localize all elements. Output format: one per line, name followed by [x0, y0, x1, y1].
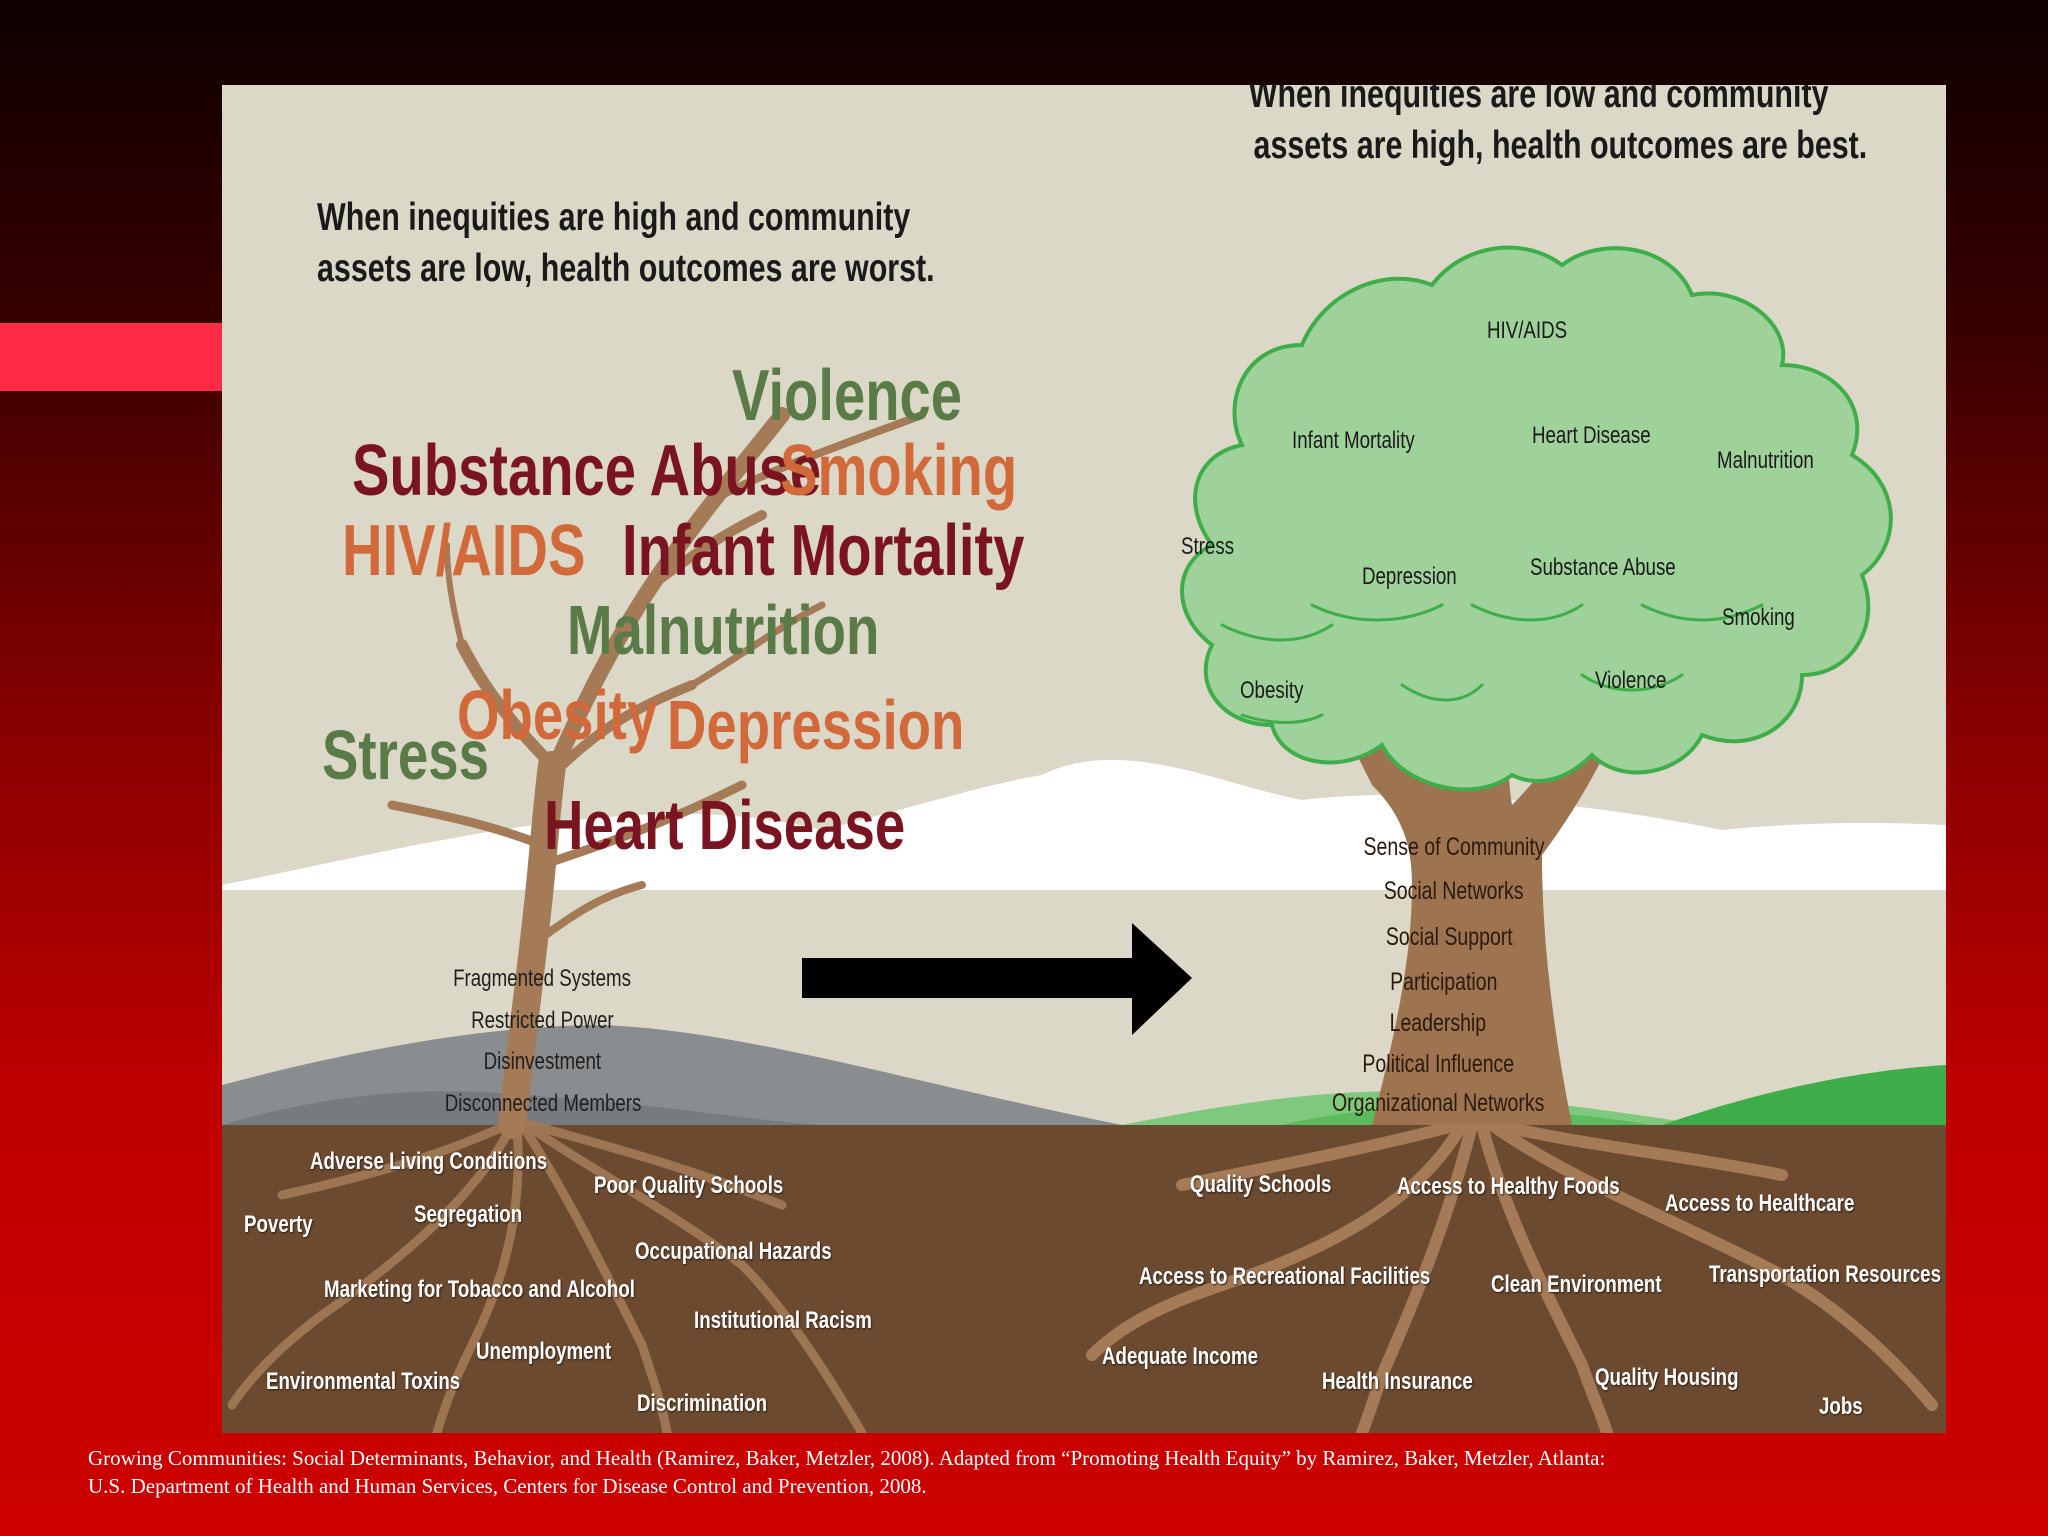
right-trunk-label: Social Networks: [1384, 877, 1524, 905]
canopy-label: Stress: [1181, 533, 1235, 560]
canopy-label: Malnutrition: [1717, 447, 1814, 474]
left-root-label: Poverty: [244, 1211, 313, 1238]
right-root-label: Health Insurance: [1322, 1368, 1473, 1395]
scene-illustration: [222, 245, 1946, 1433]
healthy-tree-canopy: [1180, 245, 1893, 792]
left-root-label: Adverse Living Conditions: [310, 1148, 548, 1175]
right-trunk-label: Leadership: [1389, 1009, 1487, 1037]
left-root-label: Segregation: [414, 1201, 523, 1228]
left-trunk-label: Disinvestment: [483, 1048, 601, 1075]
left-root-label: Occupational Hazards: [635, 1238, 832, 1265]
right-root-label: Access to Healthcare: [1665, 1190, 1855, 1217]
canopy-label: Heart Disease: [1532, 422, 1651, 449]
outcome-obesity: Obesity: [457, 676, 658, 754]
right-trunk-label: Participation: [1390, 968, 1498, 996]
right-root-label: Adequate Income: [1102, 1343, 1259, 1370]
outcome-substance-abuse: Substance Abuse: [352, 431, 822, 511]
right-trunk-label: Social Support: [1385, 923, 1513, 951]
canopy-detail-lines: [1220, 603, 1764, 724]
canopy-label: HIV/AIDS: [1487, 317, 1568, 344]
left-root-label: Marketing for Tobacco and Alcohol: [324, 1276, 635, 1303]
ground-soil: [222, 1125, 1946, 1433]
left-heading: When inequities are high and community a…: [317, 196, 935, 290]
left-trunk-label: Restricted Power: [470, 1007, 614, 1034]
right-trunk-label: Organizational Networks: [1331, 1089, 1545, 1117]
left-trunk-label: Fragmented Systems: [453, 965, 631, 992]
healthy-tree-trunk: [1352, 695, 1622, 1125]
left-root-label: Discrimination: [637, 1390, 768, 1417]
outcome-heart-disease: Heart Disease: [544, 786, 906, 864]
outcome-stress: Stress: [322, 716, 489, 794]
canopy-label: Violence: [1595, 667, 1667, 694]
transition-arrow: [802, 923, 1192, 1035]
right-trunk-label: Political Influence: [1362, 1050, 1514, 1078]
canopy-label: Smoking: [1722, 604, 1795, 631]
right-root-label: Transportation Resources: [1709, 1261, 1941, 1288]
right-trunk-label: Sense of Community: [1363, 833, 1545, 861]
source-citation: Growing Communities: Social Determinants…: [88, 1446, 1606, 1498]
outcome-depression: Depression: [667, 686, 965, 764]
outcome-violence: Violence: [732, 356, 962, 436]
left-root-label: Environmental Toxins: [266, 1368, 461, 1395]
healthy-tree-roots: [1086, 1119, 1938, 1433]
green-hill: [1662, 1065, 1946, 1125]
right-root-label: Access to Healthy Foods: [1397, 1173, 1620, 1200]
canopy-label: Depression: [1362, 563, 1457, 590]
left-root-label: Institutional Racism: [694, 1307, 872, 1334]
bare-tree: [387, 407, 926, 1139]
bare-tree-roots: [227, 1120, 867, 1433]
right-root-label: Access to Recreational Facilities: [1139, 1263, 1431, 1290]
right-root-label: Jobs: [1819, 1393, 1863, 1420]
right-root-label: Quality Housing: [1595, 1364, 1739, 1391]
outcome-smoking: Smoking: [780, 431, 1018, 511]
left-root-label: Unemployment: [476, 1338, 612, 1365]
outcome-malnutrition: Malnutrition: [567, 591, 880, 669]
infographic-panel: When inequities are high and community a…: [222, 85, 1946, 1433]
outcome-infant-mortality: Infant Mortality: [622, 511, 1025, 591]
canopy-label: Obesity: [1240, 677, 1304, 704]
slide-accent-bar: [0, 323, 222, 391]
canopy-label: Infant Mortality: [1292, 427, 1415, 454]
right-root-label: Quality Schools: [1190, 1171, 1332, 1198]
canopy-label: Substance Abuse: [1530, 554, 1676, 581]
right-root-label: Clean Environment: [1491, 1271, 1662, 1298]
outcome-hiv-aids: HIV/AIDS: [342, 511, 586, 591]
left-root-label: Poor Quality Schools: [594, 1172, 784, 1199]
right-heading: When inequities are low and community as…: [1248, 85, 1868, 167]
left-trunk-label: Disconnected Members: [444, 1090, 642, 1117]
